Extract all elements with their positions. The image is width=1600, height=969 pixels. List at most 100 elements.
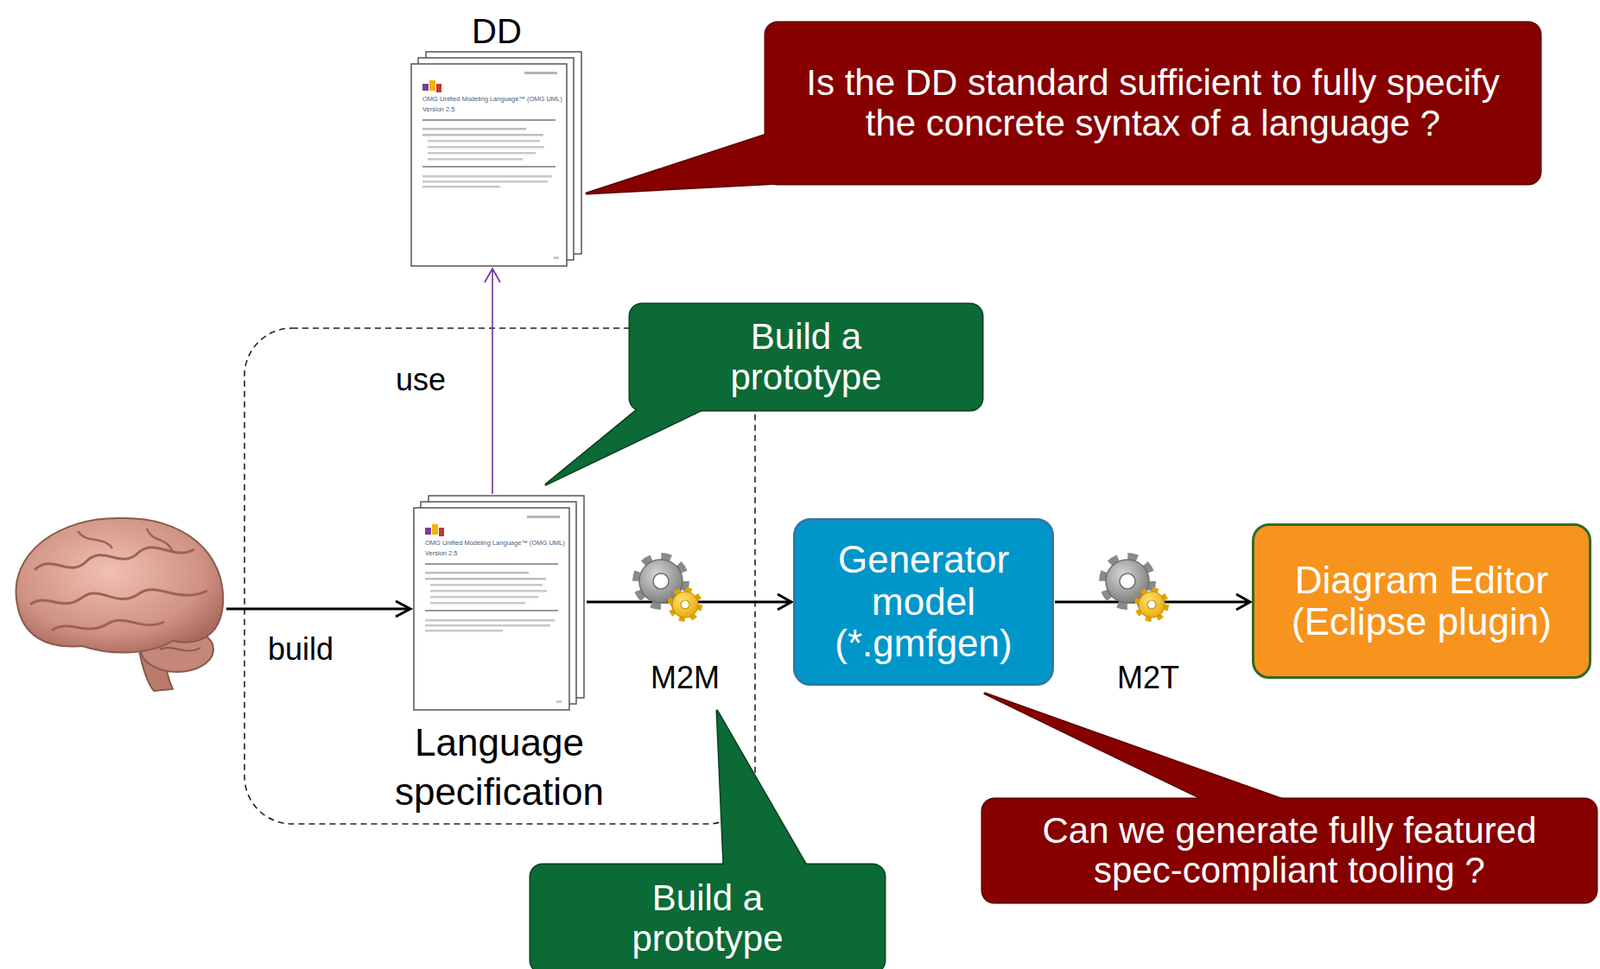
page-rule xyxy=(425,564,559,566)
gear-teeth xyxy=(1136,590,1167,620)
page-mark xyxy=(524,71,558,75)
logo-part xyxy=(429,80,436,91)
callout-fill xyxy=(629,304,983,411)
node-text: Can we generate fully featured spec-comp… xyxy=(1008,811,1571,891)
document-pages xyxy=(410,50,584,267)
page-mark xyxy=(553,256,559,260)
gear-hole xyxy=(1119,573,1136,590)
arrow-head xyxy=(395,601,411,617)
page-rule xyxy=(422,120,556,121)
page-line xyxy=(422,175,553,178)
document-pages xyxy=(412,495,586,712)
node-text: Build a prototype xyxy=(693,317,919,397)
document-title: OMG Unified Modeling Language™ (OMG UML) xyxy=(422,95,563,103)
node-text: DD xyxy=(406,11,588,51)
gear-hole xyxy=(653,573,669,590)
brain-fold xyxy=(34,547,195,571)
callout-tail-fill xyxy=(717,711,808,869)
callout-fill xyxy=(982,799,1597,903)
page-line xyxy=(427,152,536,155)
page-mark xyxy=(526,515,560,519)
page-line xyxy=(427,146,545,149)
gear-body xyxy=(672,591,699,618)
callout-fill xyxy=(765,22,1541,185)
page-line xyxy=(427,158,523,161)
logo-part xyxy=(422,83,429,91)
connector-label: M2T xyxy=(1117,660,1180,696)
logo-part xyxy=(438,527,445,537)
question-callout: Can we generate fully featured spec-comp… xyxy=(982,799,1597,903)
process-box: Generator model (*.gmfgen) xyxy=(793,518,1054,686)
page-line xyxy=(422,185,501,189)
callout-outline xyxy=(982,799,1597,903)
page-line xyxy=(425,629,503,633)
callout-tail-outline xyxy=(546,402,711,485)
page-line xyxy=(422,127,527,131)
document-heading: Language specification xyxy=(387,717,612,817)
arrow-line xyxy=(226,608,410,611)
node-text: Language specification xyxy=(387,717,612,817)
gear-hole xyxy=(680,600,690,610)
callout-tail-outline xyxy=(984,693,1291,803)
logo-part xyxy=(431,524,439,535)
callout-tail-fill xyxy=(586,129,832,194)
callout-outline xyxy=(530,864,885,969)
connector-label: M2M xyxy=(650,660,720,696)
page-rule xyxy=(425,610,559,612)
callout-tail-outline xyxy=(717,711,808,869)
page-mark xyxy=(556,700,562,704)
brain-fold xyxy=(30,590,208,605)
page-line xyxy=(422,133,544,137)
gear-teeth xyxy=(670,590,700,620)
node-text-block: Build a prototype xyxy=(693,317,919,397)
document-title: OMG Unified Modeling Language™ (OMG UML) xyxy=(425,539,566,547)
page-front xyxy=(413,507,570,711)
gear-body xyxy=(1138,591,1165,618)
document-icon: OMG Unified Modeling Language™ (OMG UML)… xyxy=(412,495,586,712)
cerebrum xyxy=(16,518,224,654)
brain-fold xyxy=(159,647,201,652)
node-text: Is the DD standard sufficient to fully s… xyxy=(800,63,1506,143)
page-line xyxy=(425,577,547,581)
logo-part xyxy=(436,83,442,93)
node-text: Diagram Editor (Eclipse plugin) xyxy=(1268,559,1575,644)
node-text: Build a prototype xyxy=(595,878,820,959)
callout-outline xyxy=(765,22,1541,185)
node-text: Generator model (*.gmfgen) xyxy=(804,539,1043,665)
connector-label: use xyxy=(395,362,446,398)
document-heading: DD xyxy=(406,11,588,51)
page-rule xyxy=(422,166,556,168)
node-text-block: Is the DD standard sufficient to fully s… xyxy=(800,63,1506,143)
page-front xyxy=(411,63,567,267)
page-line xyxy=(425,624,551,628)
question-callout: Is the DD standard sufficient to fully s… xyxy=(765,22,1541,185)
document-stack: OMG Unified Modeling Language™ (OMG UML)… xyxy=(387,495,612,817)
process-box: Diagram Editor (Eclipse plugin) xyxy=(1251,523,1592,680)
page-line xyxy=(430,590,547,593)
page-line xyxy=(430,596,539,599)
gear-icon xyxy=(1136,590,1167,620)
page-line xyxy=(427,139,540,143)
page-line xyxy=(430,602,526,605)
brain-fold xyxy=(51,620,165,631)
action-callout: Build a prototype xyxy=(629,304,983,411)
document-version: Version 2.5 xyxy=(422,106,456,114)
callout-outline xyxy=(629,304,983,411)
page-line xyxy=(430,584,543,587)
document-stack: DD OMG Unified Modeling Language™ (OMG UM… xyxy=(406,11,588,267)
gear-hole xyxy=(1147,600,1156,610)
brain-illustration xyxy=(16,518,224,692)
node-text-block: Build a prototype xyxy=(595,878,820,959)
action-label: build xyxy=(267,632,334,667)
brain-fold xyxy=(77,528,173,553)
page-line xyxy=(422,180,548,184)
node-text-block: Diagram Editor (Eclipse plugin) xyxy=(1268,559,1575,644)
connector-arrow xyxy=(484,268,501,495)
callout-tail-fill xyxy=(984,693,1291,803)
node-text-block: Generator model (*.gmfgen) xyxy=(804,539,1043,665)
callout-fill xyxy=(530,864,885,969)
gear-icon xyxy=(670,590,700,620)
page-line xyxy=(425,619,555,623)
page-line xyxy=(425,571,529,575)
